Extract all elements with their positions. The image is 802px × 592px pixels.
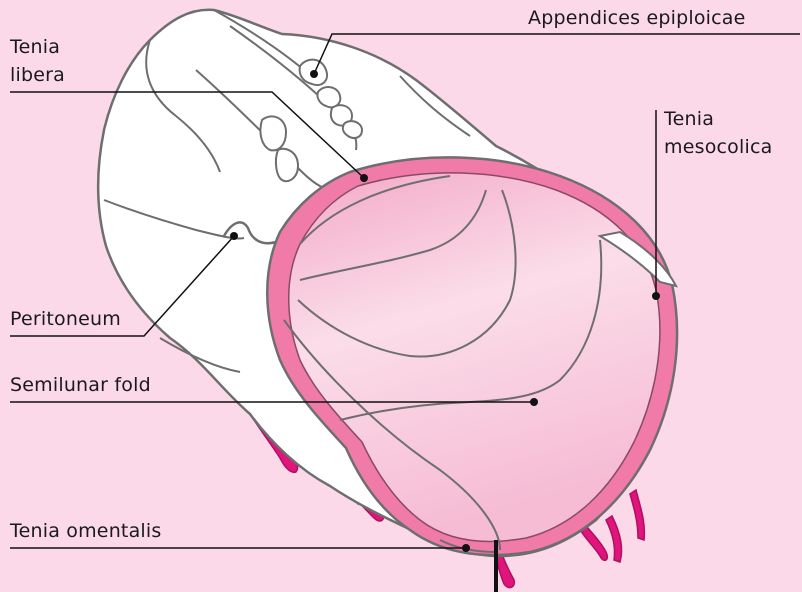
label-tenia-libera-line2: libera xyxy=(10,62,65,89)
label-semilunar-fold: Semilunar fold xyxy=(10,372,151,399)
label-appendices-epiploicae: Appendices epiploicae xyxy=(528,5,746,32)
label-peritoneum: Peritoneum xyxy=(10,306,121,333)
label-tenia-libera-line1: Tenia xyxy=(10,34,60,61)
label-tenia-omentalis: Tenia omentalis xyxy=(10,518,161,545)
label-tenia-mesocolica-line2: mesocolica xyxy=(664,134,772,161)
label-tenia-mesocolica-line1: Tenia xyxy=(664,106,714,133)
